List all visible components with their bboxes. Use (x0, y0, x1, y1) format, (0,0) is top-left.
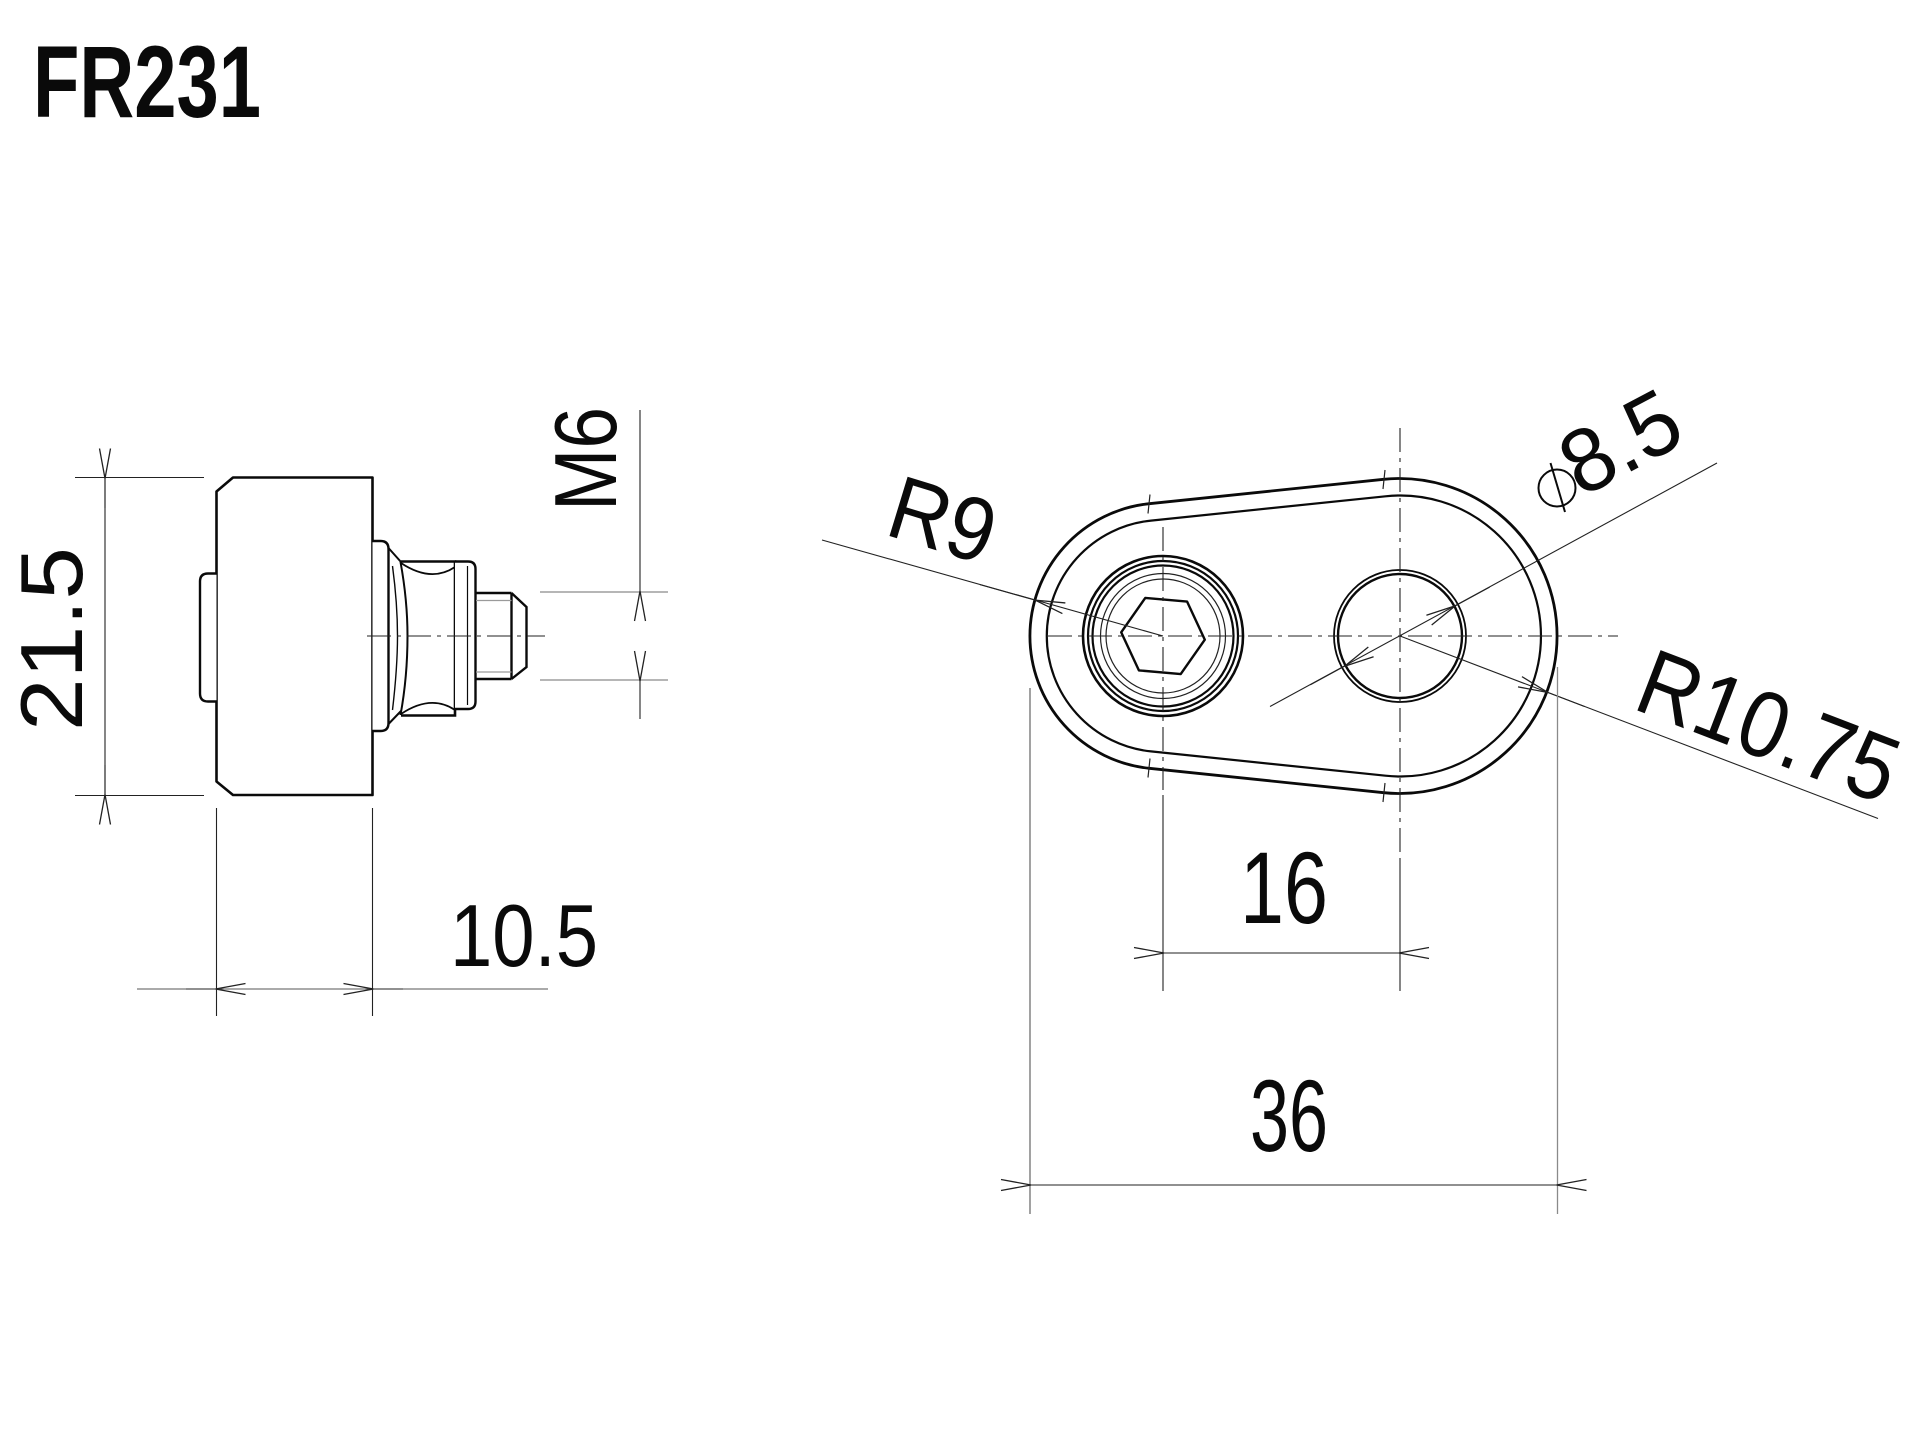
dimension-16: 16 (1133, 795, 1430, 991)
adapter-plate-top-view (1028, 428, 1618, 860)
dimension-value-16: 16 (1240, 831, 1328, 945)
left-boss-outline (198, 572, 217, 703)
hex-chamfer-arc-bottom (400, 702, 456, 715)
nut-washer-outline (455, 560, 477, 711)
leader-line (1399, 635, 1879, 820)
hex-socket (1119, 596, 1207, 676)
dimension-value-r9: R9 (877, 457, 1008, 584)
arrowhead (1517, 676, 1585, 708)
diameter-symbol (1537, 462, 1577, 513)
dimension-21-5: 21.5 (2, 448, 204, 825)
part-number: FR231 (33, 25, 261, 139)
hex-chamfer-arc-top (400, 562, 456, 575)
stud-outline (475, 591, 513, 681)
dimension-value-r10-75: R10.75 (1624, 629, 1914, 824)
body-outline (215, 476, 374, 797)
stud-tip-chamfer (510, 592, 528, 680)
flange-chamfer-lines (387, 547, 402, 725)
dimension-value-21-5: 21.5 (2, 547, 101, 731)
dimension-value-10-5: 10.5 (450, 886, 598, 985)
arrowhead-lower (1310, 646, 1374, 686)
fastener-side-view (198, 476, 545, 797)
dimension-36: 36 (1000, 667, 1587, 1214)
dimension-value-36: 36 (1250, 1059, 1328, 1173)
arrowhead-upper (1426, 586, 1490, 626)
plate-inner-edge (1045, 494, 1543, 778)
tangent-tick-marks (1147, 469, 1386, 803)
dimension-10-5: 10.5 (137, 808, 598, 1016)
dimension-value-m6: M6 (536, 407, 635, 511)
dimension-value-8-5: 8.5 (1543, 370, 1698, 516)
dimension-m6: M6 (536, 407, 668, 719)
hex-nut-outline (401, 560, 457, 717)
arrowhead (979, 584, 1066, 615)
hex-facet-edge-2 (391, 565, 399, 711)
